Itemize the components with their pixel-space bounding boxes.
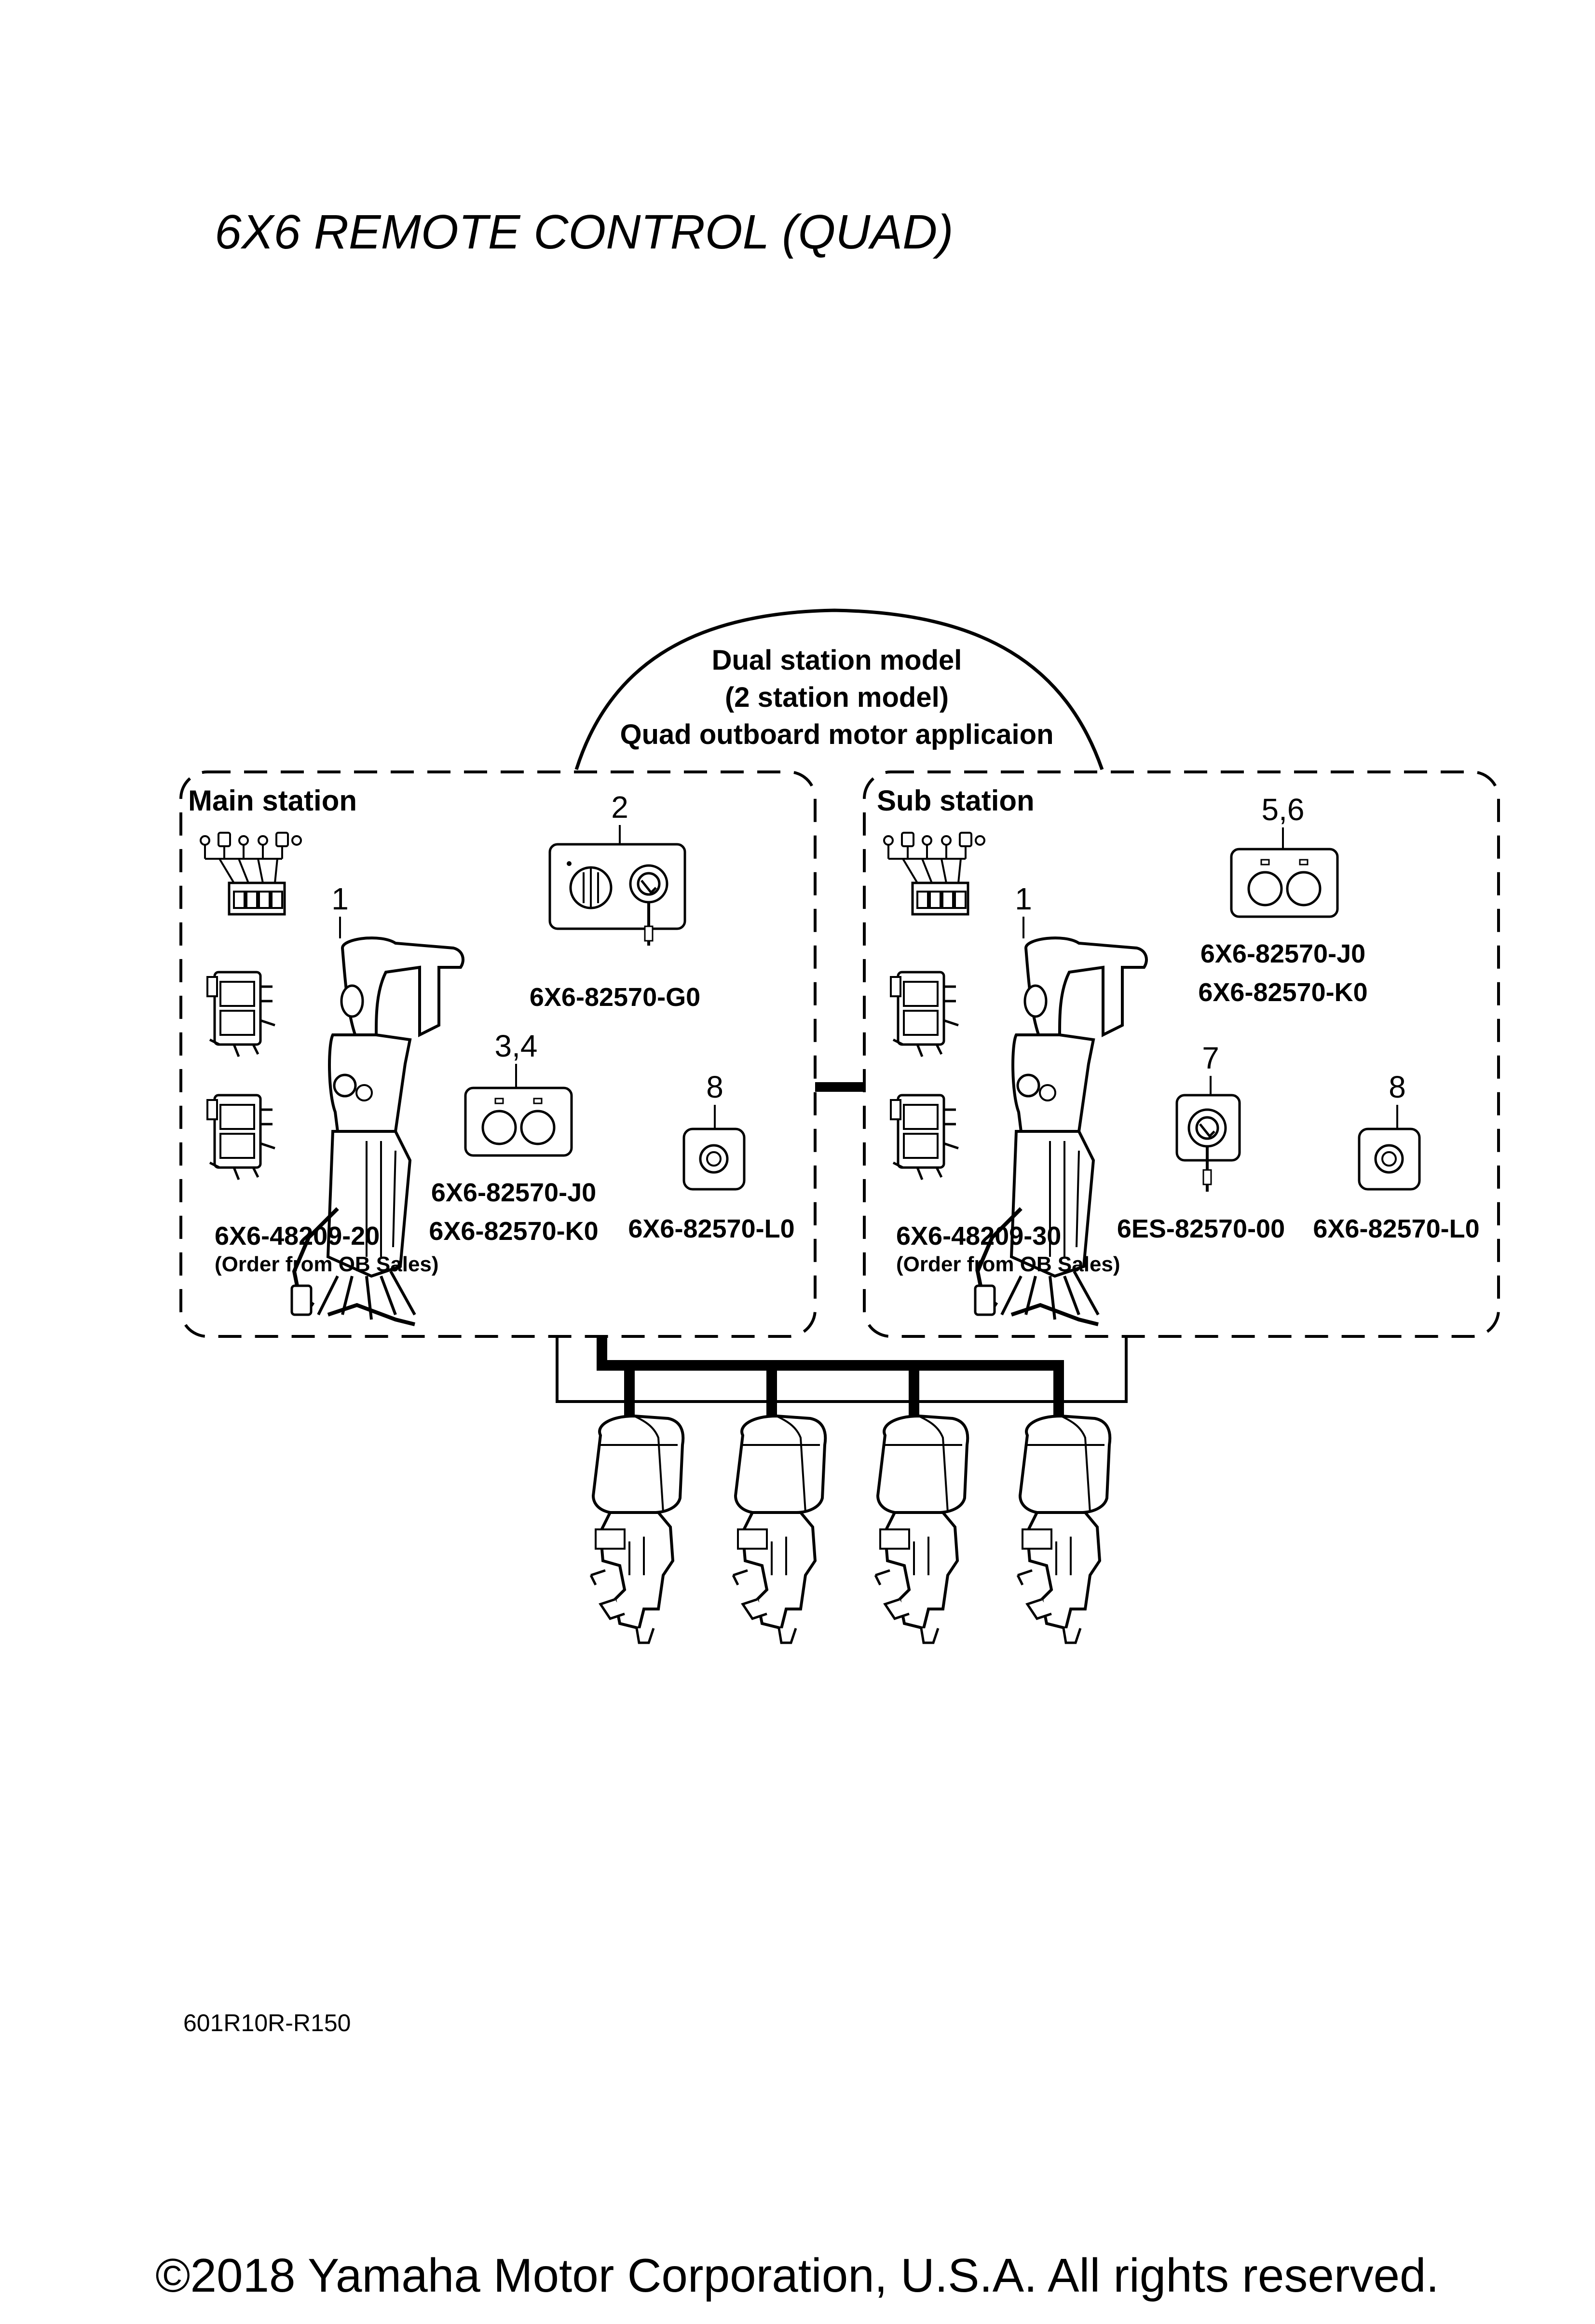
sub-single-switch-part: 6X6-82570-L0 — [1313, 1214, 1479, 1243]
sub-side-unit-lower — [891, 1095, 958, 1180]
sub-dual-switch-part-a: 6X6-82570-J0 — [1200, 939, 1365, 968]
sub-connector-harness — [884, 833, 984, 914]
sub-control-part: 6X6-48209-30 — [896, 1222, 1061, 1251]
outboard-motor-1 — [591, 1416, 683, 1643]
header-line-1: Dual station model — [712, 645, 962, 676]
header-line-2: (2 station model) — [725, 682, 949, 713]
main-station-box — [179, 770, 817, 1338]
station-arch — [574, 608, 1104, 770]
main-single-switch-part: 6X6-82570-L0 — [628, 1214, 794, 1243]
main-key-switch-part: 6X6-82570-G0 — [530, 983, 700, 1012]
sub-control-note: (Order from OB Sales) — [896, 1252, 1120, 1276]
wiring-bus — [556, 1336, 1128, 1423]
sub-callout-7: 7 — [1202, 1041, 1219, 1075]
main-side-unit-upper — [207, 972, 275, 1057]
main-callout-2: 2 — [611, 790, 628, 825]
outboard-motor-3 — [875, 1416, 968, 1643]
header-line-3: Quad outboard motor applicaion — [620, 719, 1054, 750]
main-control-part: 6X6-48209-20 — [215, 1222, 380, 1251]
sub-station-label: Sub station — [877, 784, 1035, 817]
main-dual-switch-part-b: 6X6-82570-K0 — [429, 1217, 598, 1246]
main-callout-3-4: 3,4 — [495, 1029, 538, 1063]
sub-callout-1: 1 — [1015, 881, 1032, 916]
sub-dual-switch — [1231, 849, 1337, 917]
outboard-motor-2 — [733, 1416, 825, 1643]
main-station-label: Main station — [188, 784, 357, 817]
sub-side-unit-upper — [891, 972, 958, 1057]
sub-key-switch-part: 6ES-82570-00 — [1117, 1214, 1285, 1243]
sub-callout-5-6: 5,6 — [1262, 792, 1305, 827]
sub-station-box — [863, 770, 1500, 1338]
copyright-footer: ©2018 Yamaha Motor Corporation, U.S.A. A… — [155, 2249, 1439, 2302]
main-dual-switch — [465, 1088, 572, 1155]
sub-key-switch — [1175, 1094, 1241, 1192]
main-side-unit-lower — [207, 1095, 275, 1180]
main-key-switch — [548, 843, 686, 946]
diagram-code: 601R10R-R150 — [183, 2009, 351, 2036]
main-dual-switch-part-a: 6X6-82570-J0 — [431, 1178, 596, 1207]
page-title: 6X6 REMOTE CONTROL (QUAD) — [215, 205, 954, 259]
station-link-cable — [815, 1082, 864, 1092]
main-control-note: (Order from OB Sales) — [215, 1252, 439, 1276]
main-callout-8: 8 — [706, 1070, 723, 1104]
sub-callout-8: 8 — [1389, 1070, 1406, 1104]
sub-dual-switch-part-b: 6X6-82570-K0 — [1198, 978, 1367, 1007]
main-single-switch — [684, 1129, 744, 1189]
outboard-motor-4 — [1018, 1416, 1110, 1643]
main-connector-harness — [201, 833, 301, 914]
main-callout-1: 1 — [331, 881, 349, 916]
sub-single-switch — [1359, 1129, 1419, 1189]
